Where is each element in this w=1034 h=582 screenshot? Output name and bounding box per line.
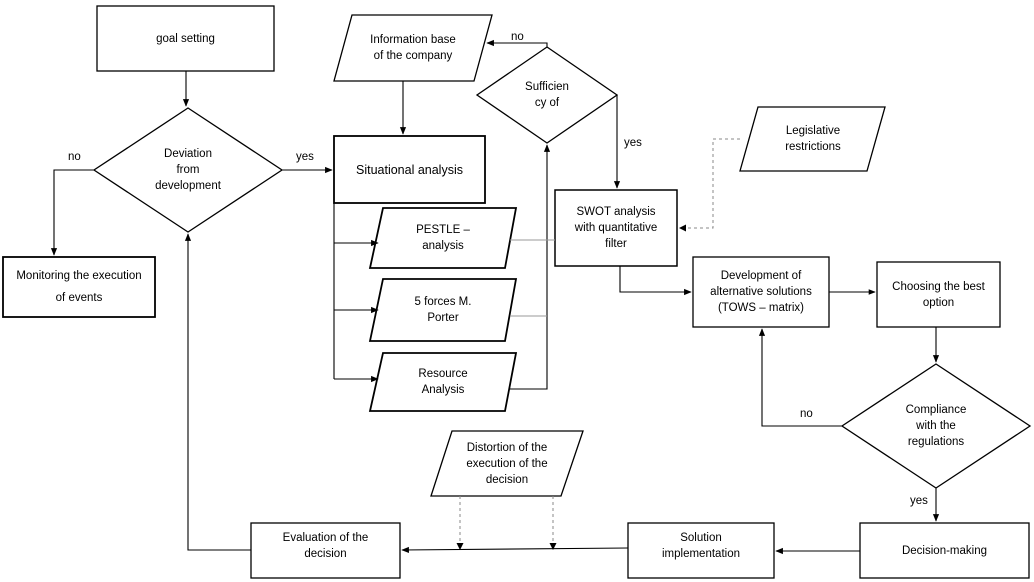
distortion-shape bbox=[430, 430, 584, 497]
deviation-yes-label: yes bbox=[296, 151, 314, 163]
deviation-no-arrow bbox=[50, 169, 94, 256]
solution-box bbox=[627, 522, 775, 579]
deviation-no-label: no bbox=[68, 151, 81, 163]
goal-setting-box bbox=[96, 5, 275, 72]
decision-box bbox=[859, 522, 1030, 579]
swot-to-development-arrow bbox=[619, 266, 692, 296]
compliance-no-arrow bbox=[758, 328, 842, 427]
resource-shape bbox=[368, 352, 518, 412]
swot-box bbox=[554, 189, 678, 267]
evaluation-to-deviation-arrow bbox=[184, 233, 251, 551]
pestle-shape bbox=[368, 207, 518, 269]
situational-analysis-box bbox=[333, 135, 486, 204]
legislative-arrowhead bbox=[679, 224, 686, 232]
evaluation-box bbox=[250, 522, 401, 579]
five-forces-shape bbox=[368, 278, 518, 342]
sufficiency-no-label: no bbox=[511, 31, 524, 43]
solution-to-evaluation-arrow bbox=[401, 546, 629, 554]
resource-to-sufficiency-arrow bbox=[510, 144, 551, 390]
sufficiency-yes-label: yes bbox=[624, 137, 642, 149]
compliance-diamond bbox=[840, 363, 1032, 489]
distortion-right-arrowhead bbox=[549, 543, 557, 550]
info-base-shape bbox=[333, 14, 493, 82]
deviation-diamond bbox=[92, 107, 284, 233]
monitoring-box bbox=[2, 256, 156, 318]
compliance-yes-label: yes bbox=[910, 495, 928, 507]
legislative-to-swot-arrow bbox=[679, 138, 740, 229]
choosing-box bbox=[876, 261, 1001, 328]
sufficiency-diamond bbox=[475, 46, 619, 144]
sufficiency-no-arrow bbox=[486, 39, 548, 47]
distortion-left-arrowhead bbox=[456, 543, 464, 550]
legislative-shape bbox=[739, 106, 886, 172]
compliance-no-label: no bbox=[800, 408, 813, 420]
development-box bbox=[692, 256, 830, 328]
